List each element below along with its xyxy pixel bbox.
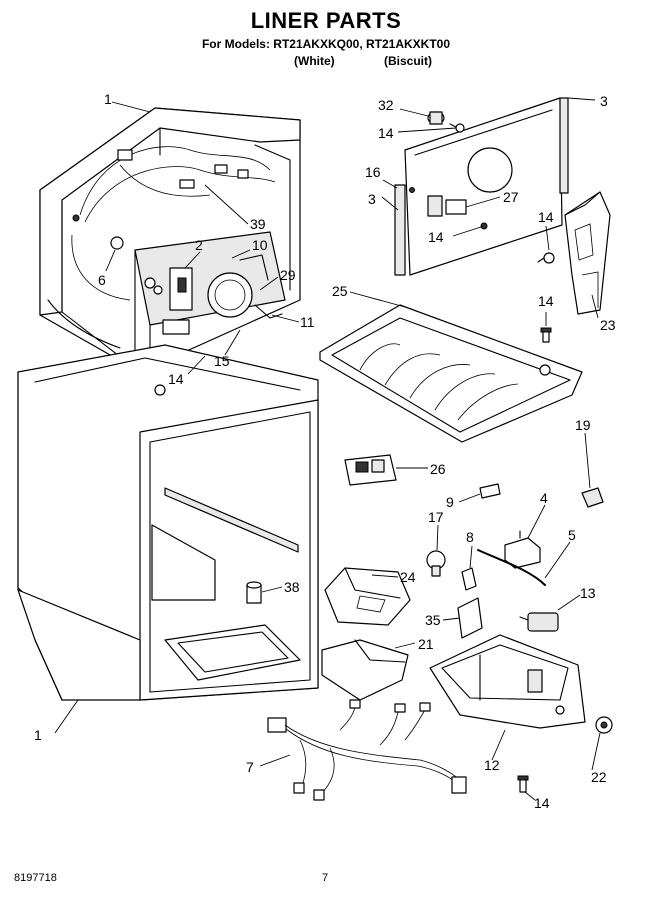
callout-12: 12 (484, 757, 500, 773)
callout-14-f: 14 (534, 795, 550, 811)
callout-14-b: 14 (428, 229, 444, 245)
callout-35: 35 (425, 612, 441, 628)
part-19 (581, 487, 604, 508)
damper-housing (564, 191, 611, 315)
callout-1-bottom: 1 (34, 727, 42, 743)
callout-32: 32 (378, 97, 394, 113)
callout-6: 6 (98, 272, 106, 288)
callout-25: 25 (332, 283, 348, 299)
callout-29: 29 (280, 267, 296, 283)
callout-14-c: 14 (538, 209, 554, 225)
callout-2: 2 (195, 237, 203, 253)
callout-8: 8 (466, 529, 474, 545)
callout-3-mid: 3 (368, 191, 376, 207)
callout-24: 24 (400, 569, 416, 585)
callout-14-a: 14 (378, 125, 394, 141)
callout-17: 17 (428, 509, 444, 525)
part-5-wire (477, 549, 546, 586)
evaporator-cover (319, 304, 583, 443)
light-housing (429, 634, 586, 729)
page-number: 7 (322, 872, 329, 884)
callout-38: 38 (284, 579, 300, 595)
screw-cover (540, 327, 552, 343)
callout-16: 16 (365, 164, 381, 180)
part-24 (324, 567, 411, 626)
lamp-bulb (426, 550, 446, 577)
rear-panel (394, 97, 569, 276)
part-26 (344, 454, 397, 486)
part-21 (321, 639, 409, 701)
callout-11: 11 (300, 314, 315, 330)
part-8 (461, 567, 477, 591)
callout-1-top: 1 (104, 91, 112, 107)
callout-19: 19 (575, 417, 591, 433)
callout-15: 15 (214, 353, 230, 369)
callout-21: 21 (418, 636, 434, 652)
callout-26: 26 (430, 461, 446, 477)
callout-23: 23 (600, 317, 616, 333)
callout-4: 4 (540, 490, 548, 506)
part-38 (246, 581, 262, 604)
part-22 (595, 716, 613, 734)
callout-22: 22 (591, 769, 607, 785)
variant-biscuit: (Biscuit) (384, 54, 432, 68)
screw-right (537, 252, 555, 264)
document-number: 8197718 (14, 872, 57, 884)
leader-lines (54, 97, 601, 801)
model-numbers: For Models: RT21AKXKQ00, RT21AKXKT00 (201, 37, 451, 51)
variant-white: (White) (294, 54, 335, 68)
callout-27: 27 (503, 189, 519, 205)
fresh-food-liner (17, 344, 319, 701)
callout-5: 5 (568, 527, 576, 543)
freezer-liner (39, 107, 301, 379)
callout-9: 9 (446, 494, 454, 510)
callout-14-d: 14 (538, 293, 554, 309)
wire-harness (267, 699, 467, 801)
callout-7: 7 (246, 759, 254, 775)
page-title: LINER PARTS (250, 8, 402, 33)
callout-13: 13 (580, 585, 596, 601)
callout-14-e: 14 (168, 371, 184, 387)
part-13 (519, 612, 559, 632)
part-9 (479, 483, 501, 499)
callout-39: 39 (250, 216, 266, 232)
callout-3-top: 3 (600, 93, 608, 109)
callouts: 1 1 2 3 3 4 5 6 7 8 9 10 11 12 13 14 14 … (34, 91, 616, 811)
callout-10: 10 (252, 237, 268, 253)
part-4 (504, 530, 541, 569)
part-35 (457, 597, 483, 639)
screw-bottom (517, 775, 529, 793)
